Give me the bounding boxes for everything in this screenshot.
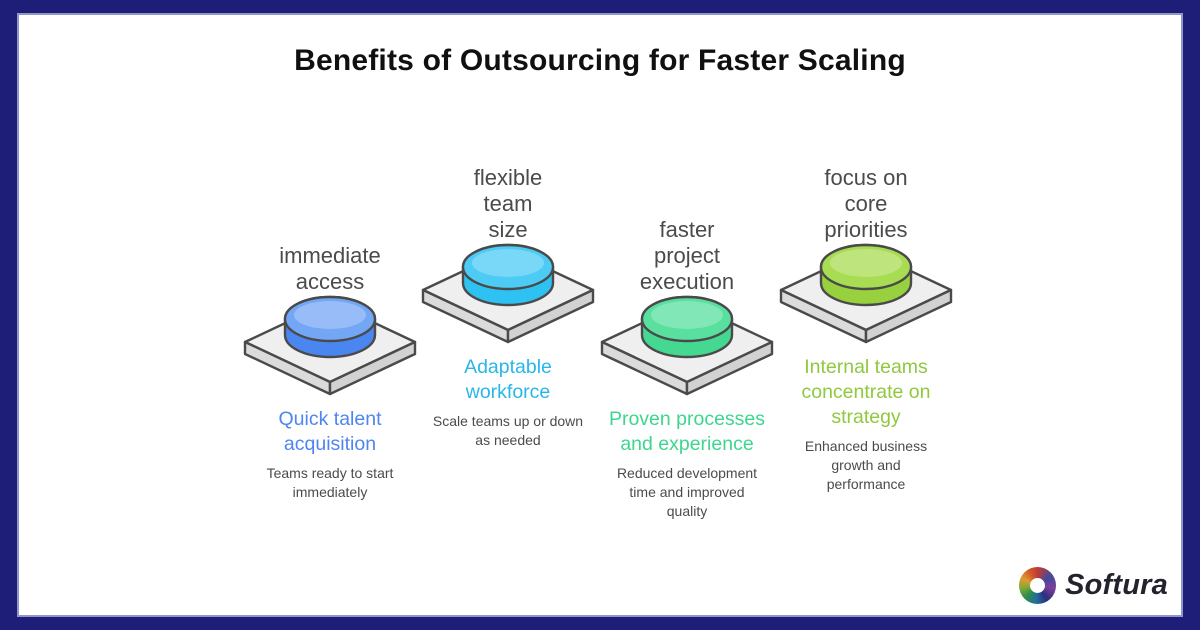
benefit-heading: Quick talent acquisition [278,408,382,455]
benefit-label: faster project execution [639,217,735,294]
benefit-heading: Internal teams concentrate on strategy [801,356,931,428]
benefit-column-faster-project-execution: faster project execution Proven processe… [587,217,787,521]
softura-logo-text: Softura [1065,569,1168,601]
benefit-heading: Proven processes and experience [608,408,766,455]
softura-swirl-icon [1019,567,1057,604]
button-cap [819,243,913,291]
benefit-label: flexible team size [473,165,543,242]
benefit-column-flexible-team-size: flexible team size Adaptable workforce S… [408,165,608,450]
button-cap [640,295,734,343]
benefit-description: Enhanced business growth and performance [804,438,928,492]
benefit-description: Teams ready to start immediately [266,465,394,500]
benefit-column-focus-on-core-priorities: focus on core priorities Internal teams … [766,165,966,494]
page-title: Benefits of Outsourcing for Faster Scali… [294,44,906,77]
benefit-label: focus on core priorities [824,165,908,242]
pedestal-button-icon [779,243,953,344]
pedestal-button-icon [421,243,595,344]
pedestal-button-icon [243,295,417,396]
softura-logo: Softura [1019,567,1168,604]
benefit-heading: Adaptable workforce [464,356,552,403]
swirl-center-hole [1030,578,1046,593]
button-cap [283,295,377,343]
benefit-label: immediate access [279,243,381,294]
button-cap [461,243,555,291]
pedestal-button-icon [600,295,774,396]
infographic-canvas: Benefits of Outsourcing for Faster Scali… [17,13,1183,617]
benefit-description: Scale teams up or down as needed [432,413,584,448]
benefit-column-immediate-access: immediate access Quick talent acquisitio… [230,243,430,502]
benefit-description: Reduced development time and improved qu… [616,465,758,519]
